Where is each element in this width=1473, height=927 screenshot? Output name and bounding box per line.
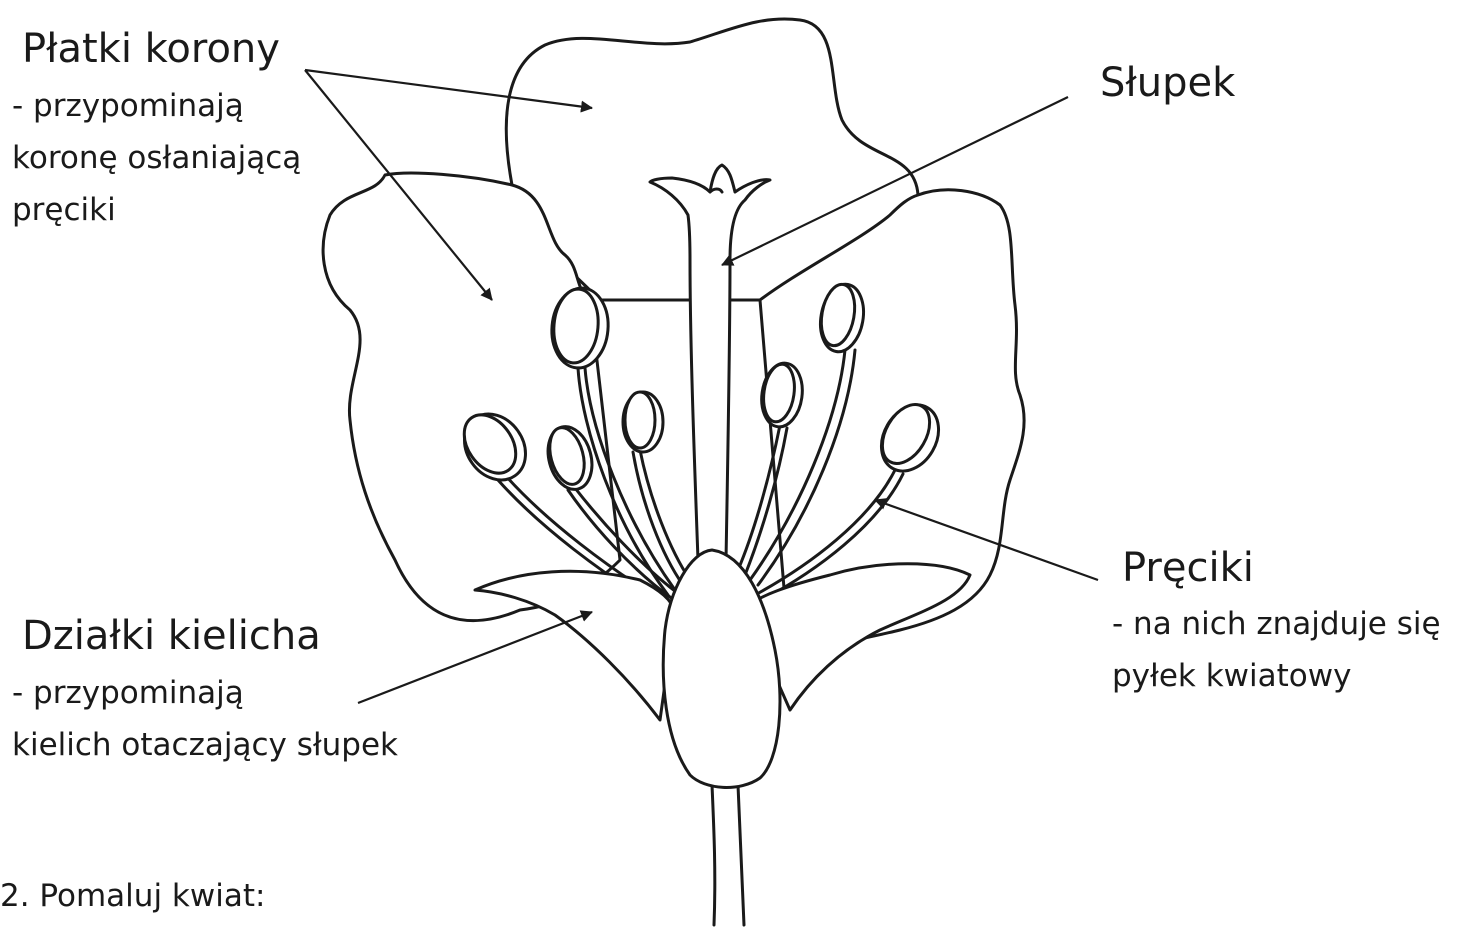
label-sepals-title: Działki kielicha [22, 613, 321, 659]
label-petals-desc-1: - przypominają [12, 80, 244, 132]
label-stamens-desc-1: - na nich znajduje się [1112, 598, 1441, 650]
label-pistil-title: Słupek [1100, 60, 1235, 106]
label-sepals-desc-2: kielich otaczający słupek [12, 719, 398, 771]
label-petals-title: Płatki korony [22, 26, 280, 72]
anther-2 [623, 392, 663, 452]
label-sepals-desc-1: - przypominają [12, 667, 244, 719]
task-instruction: 2. Pomaluj kwiat: [0, 876, 265, 916]
label-stamens-title: Pręciki [1122, 545, 1254, 591]
stem [712, 785, 744, 925]
label-petals-desc-2: koronę osłaniającą [12, 132, 301, 184]
pistil-ovary [663, 550, 780, 787]
label-petals-desc-3: pręciki [12, 184, 116, 236]
label-stamens-desc-2: pyłek kwiatowy [1112, 650, 1351, 702]
